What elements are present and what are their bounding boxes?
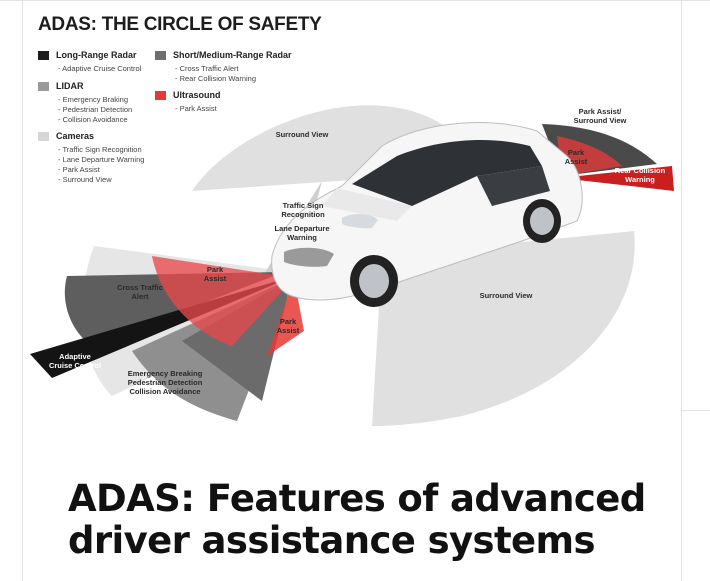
legend-feature: - Rear Collision Warning	[175, 74, 256, 83]
legend-feature: - Park Assist	[175, 104, 217, 113]
sensor-coverage-diagram: Surround View Park Assist/Surround View …	[30, 105, 674, 426]
ultrasound-front-zone	[152, 256, 294, 346]
legend-feature-list: - Park Assist	[175, 104, 217, 114]
legend-feature-list: - Cross Traffic Alert - Rear Collision W…	[175, 64, 256, 84]
frame-line-top	[0, 0, 710, 1]
legend-feature: - Collision Avoidance	[58, 115, 128, 124]
zone-label-park-assist-surround-view: Park Assist/Surround View	[574, 107, 627, 125]
headline-line-2: driver assistance systems	[68, 519, 596, 562]
legend-feature: - Pedestrian Detection	[58, 105, 133, 114]
article-headline: ADAS: Features of advanced driver assist…	[68, 478, 668, 562]
car-illustration	[271, 122, 583, 307]
frame-line-right	[681, 0, 682, 581]
rear-collision-zone	[560, 166, 674, 191]
ultrasound-front-zone-2	[267, 278, 304, 356]
legend-swatch-long-range-radar	[38, 51, 49, 60]
legend-label: Short/Medium-Range Radar	[173, 50, 292, 60]
legend-feature-list: - Emergency Braking - Pedestrian Detecti…	[58, 95, 132, 125]
legend-feature: - Cross Traffic Alert	[175, 64, 239, 73]
headline-line-1: ADAS: Features of advanced	[68, 477, 646, 520]
adas-infographic: Surround View Park Assist/Surround View …	[22, 6, 680, 446]
zone-label-surround-view-right: Surround View	[480, 291, 533, 300]
legend-feature: - Lane Departure Warning	[58, 155, 145, 164]
legend-swatch-short-medium-range-radar	[155, 51, 166, 60]
frame-line-left	[22, 0, 23, 581]
sensor-legend: Long-Range Radar - Adaptive Cruise Contr…	[38, 50, 338, 190]
surround-view-right-zone	[372, 231, 635, 426]
legend-feature-list: - Adaptive Cruise Control	[58, 64, 141, 74]
legend-label: Cameras	[56, 131, 95, 141]
legend-label: Long-Range Radar	[56, 50, 137, 60]
legend-swatch-lidar	[38, 82, 49, 91]
zone-label-surround-view-top: Surround View	[276, 130, 329, 139]
frame-line-right-tick	[681, 410, 710, 411]
legend-feature: - Traffic Sign Recognition	[58, 145, 142, 154]
legend-swatch-cameras	[38, 132, 49, 141]
legend-label: Ultrasound	[173, 90, 221, 100]
legend-feature: - Park Assist	[58, 165, 100, 174]
legend-feature: - Emergency Braking	[58, 95, 129, 104]
legend-label: LIDAR	[56, 81, 84, 91]
legend-feature: - Adaptive Cruise Control	[58, 64, 142, 73]
legend-swatch-ultrasound	[155, 91, 166, 100]
legend-feature: - Surround View	[58, 175, 112, 184]
infographic-title: ADAS: THE CIRCLE OF SAFETY	[38, 14, 322, 35]
legend-feature-list: - Traffic Sign Recognition - Lane Depart…	[58, 145, 144, 185]
